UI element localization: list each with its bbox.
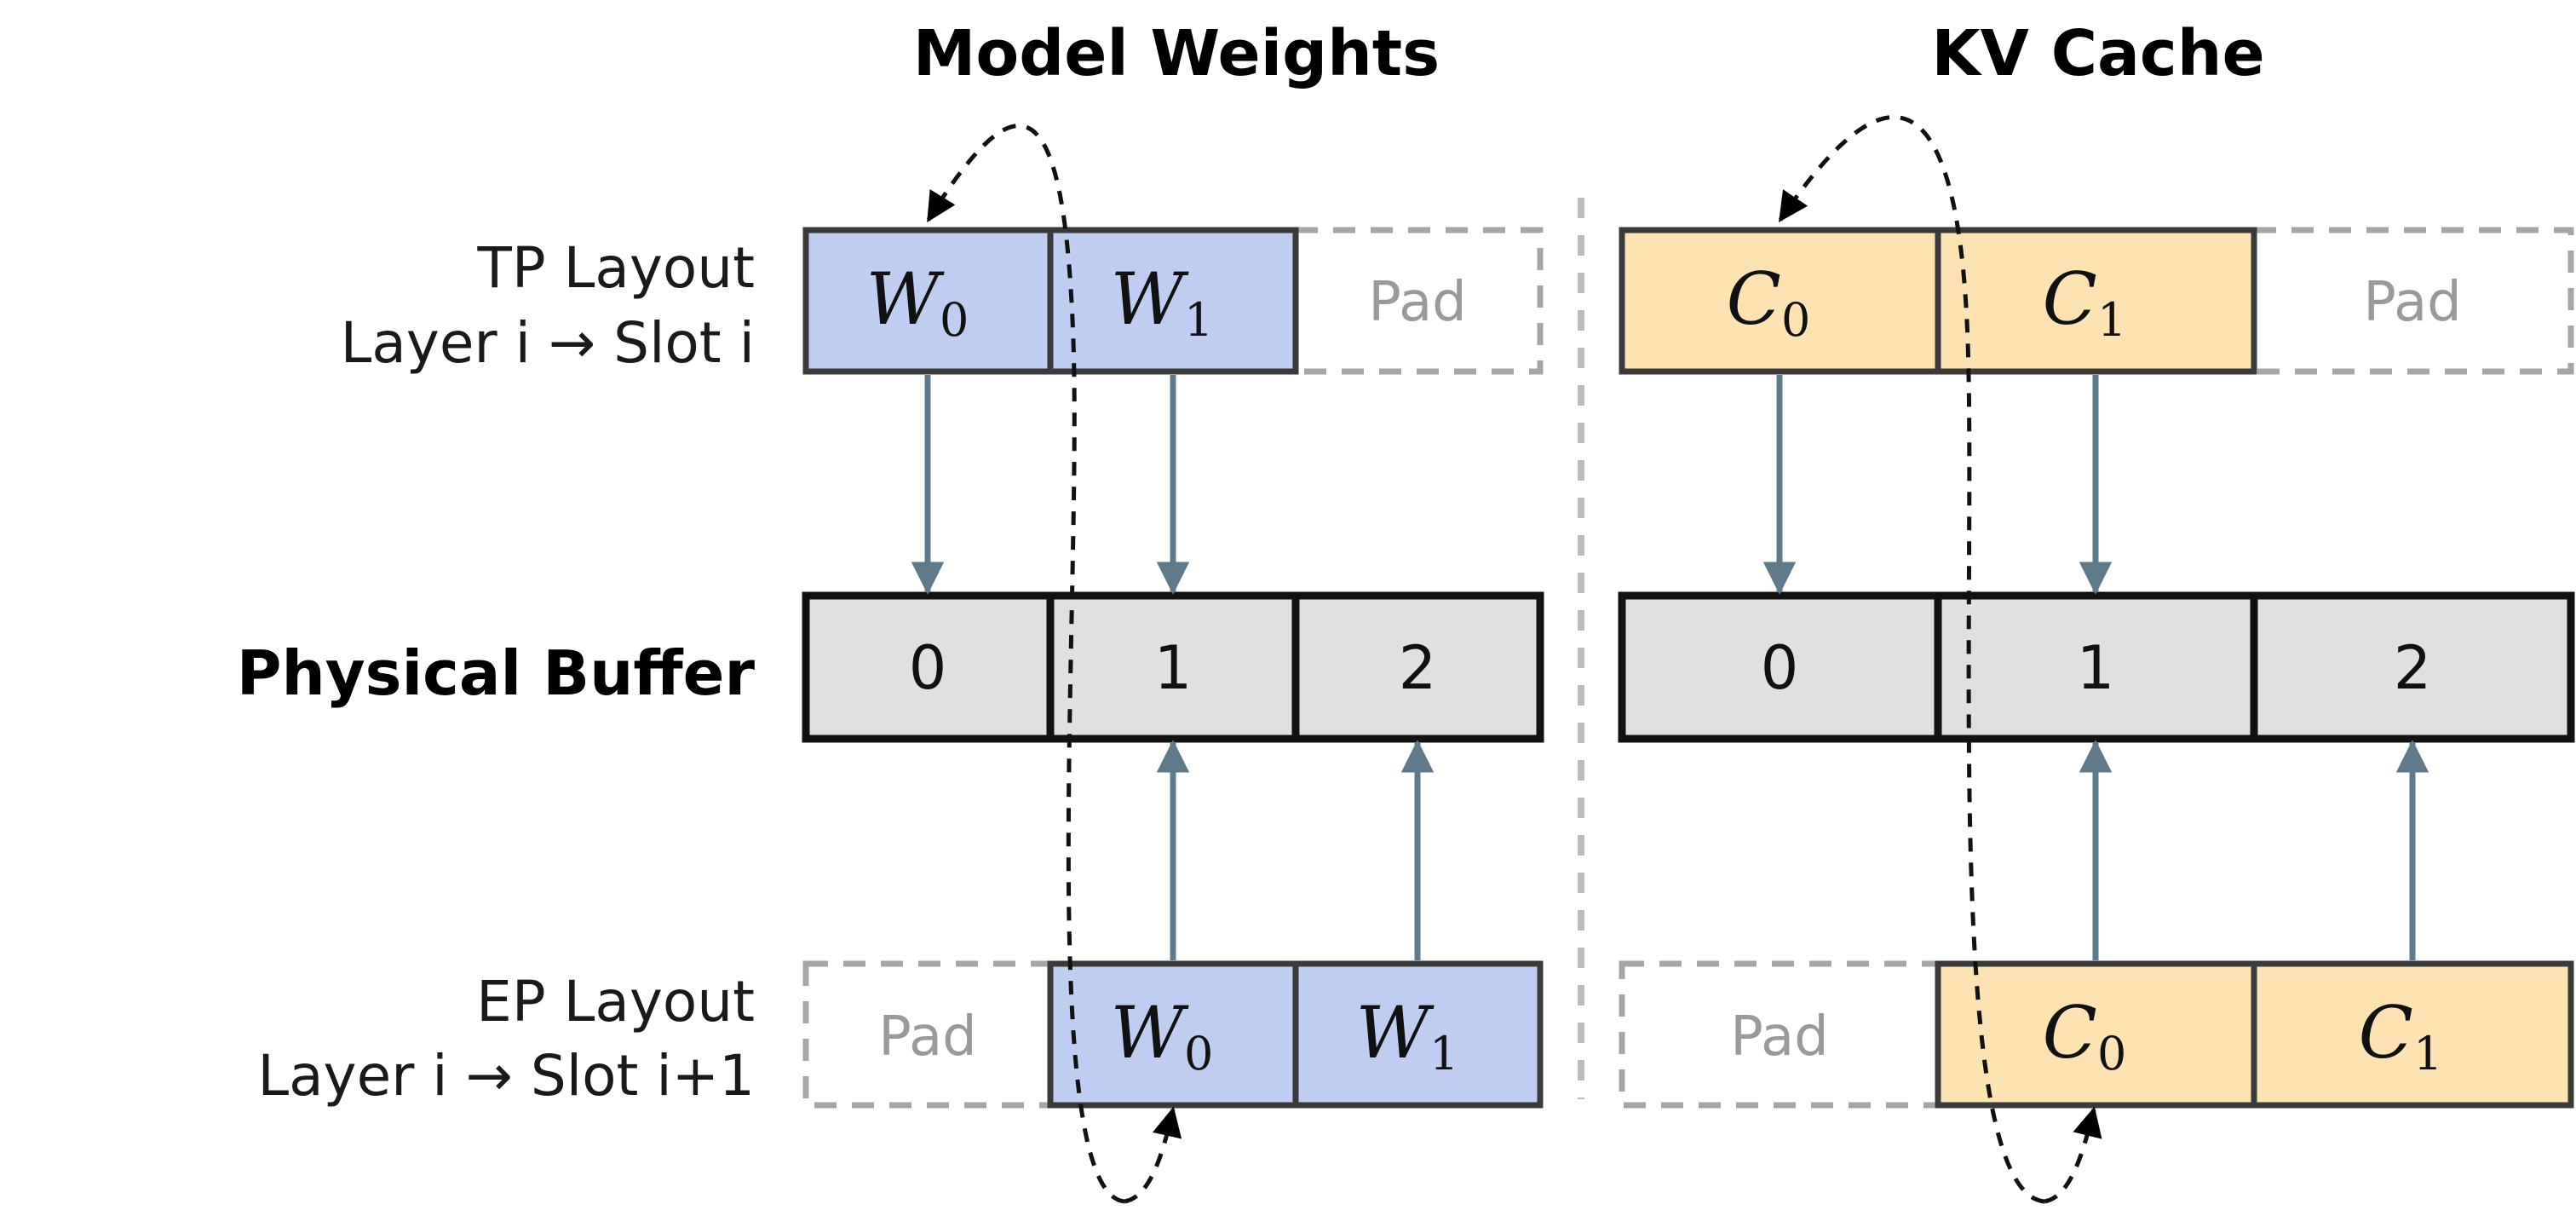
pad-label: Pad	[1730, 1005, 1829, 1069]
tp-row: Pad C0 C1	[1619, 227, 2574, 375]
cache-label-1: C1	[2359, 991, 2443, 1080]
pad-label: Pad	[878, 1005, 977, 1069]
pad-block	[1292, 227, 1544, 375]
slot-number-1: 1	[1154, 633, 1193, 703]
buffer-slot-1	[1934, 591, 2258, 743]
cache-block-0	[1619, 227, 1941, 375]
pad-label: Pad	[2363, 271, 2462, 334]
slot-number-1: 1	[2077, 633, 2115, 703]
weight-block-1	[1292, 960, 1544, 1109]
ep-row: Pad W0 W1	[802, 960, 1544, 1109]
cache-label-0: C0	[2043, 991, 2127, 1080]
slot-number-2: 2	[2394, 633, 2432, 703]
rotation-loop-arrow	[1778, 115, 2045, 1204]
row-labels: TP Layout Layer i → Slot i Physical Buff…	[237, 235, 756, 1109]
mapping-arrows	[1762, 375, 2429, 960]
rotation-loop-arrow	[926, 124, 1125, 1204]
ep-layout-label: EP Layout	[476, 969, 755, 1034]
section-title: Model Weights	[913, 17, 1440, 90]
physical-buffer: 0 1 2	[1618, 591, 2575, 743]
cache-label-1: C1	[2043, 257, 2127, 347]
weight-block-0	[1047, 960, 1299, 1109]
section-title: KV Cache	[1931, 17, 2264, 90]
ep-mapping-label: Layer i → Slot i+1	[257, 1043, 755, 1109]
slot-number-2: 2	[1399, 633, 1437, 703]
slot-number-0: 0	[1761, 633, 1799, 703]
tp-layout-label: TP Layout	[477, 235, 755, 301]
model-weights-section: Model Weights Pad W0 W1 0 1 2 Pad W0 W1	[802, 17, 1544, 1204]
weight-label-1: W1	[1111, 257, 1214, 347]
cache-block-1	[2251, 960, 2574, 1109]
rotation-loop-tail	[1124, 1106, 1182, 1204]
physical-buffer-label: Physical Buffer	[237, 637, 756, 709]
tp-mapping-label: Layer i → Slot i	[341, 310, 755, 376]
cache-block-0	[1935, 960, 2257, 1109]
mapping-arrows	[911, 375, 1435, 960]
cache-block-1	[1935, 227, 2257, 375]
buffer-slot-0	[1618, 591, 1942, 743]
tp-row: Pad W0 W1	[802, 227, 1544, 375]
slot-number-0: 0	[909, 633, 947, 703]
weight-label-0: W0	[1111, 991, 1214, 1080]
buffer-slot-2	[2250, 591, 2575, 743]
weight-label-1: W1	[1356, 991, 1459, 1080]
physical-buffer: 0 1 2	[802, 591, 1544, 743]
kv-cache-section: KV Cache Pad C0 C1 0 1 2 Pad C0 C1	[1618, 17, 2575, 1204]
rotation-loop-tail	[2044, 1106, 2102, 1204]
weight-label-0: W0	[866, 257, 969, 347]
buffer-slot-2	[1291, 591, 1544, 743]
ep-row: Pad C0 C1	[1619, 960, 2574, 1109]
pad-label: Pad	[1368, 271, 1467, 334]
weight-block-1	[1047, 227, 1299, 375]
cache-label-0: C0	[1727, 257, 1811, 347]
